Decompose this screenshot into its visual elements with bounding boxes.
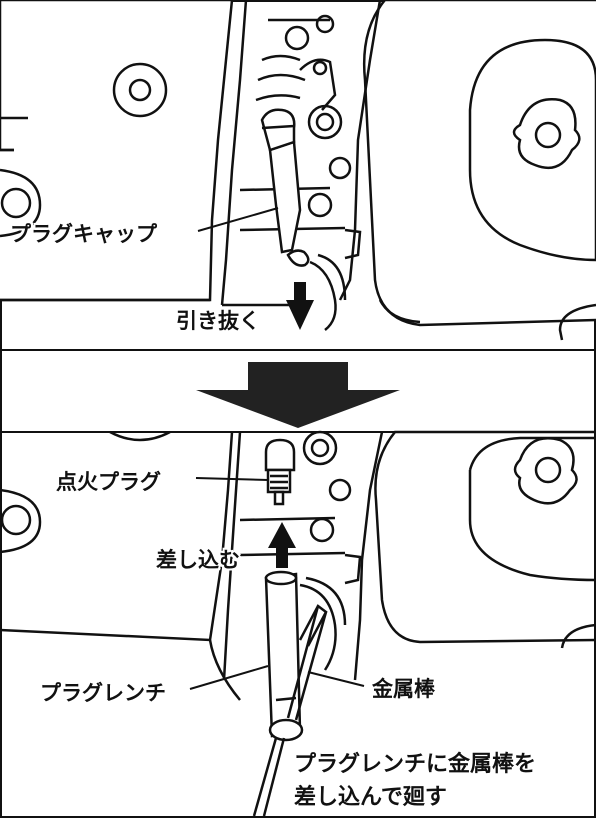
plug-wrench-leader [189,665,269,690]
spark-plug-label: 点火プラグ [56,470,161,494]
pull-out-label: 引き抜く [176,309,260,333]
instruction-line-2: 差し込んで廻す [294,785,447,810]
metal-rod-leader [307,671,365,687]
instruction-line-1: プラグレンチに金属棒を [294,752,537,777]
plug-wrench-label: プラグレンチ [40,681,166,705]
spark-plug-leader [195,477,269,481]
plug-cap-label: プラグキャップ [10,222,157,246]
metal-rod-label: 金属棒 [372,677,435,701]
top-panel [0,0,596,341]
pull-out-arrow [286,282,314,330]
insert-arrow [268,522,296,568]
plug-cap-leader [197,207,279,232]
insert-label: 差し込む [156,548,240,572]
transition-arrow [196,362,400,428]
bottom-panel [0,430,596,817]
instruction-caption: プラグレンチに金属棒を 差し込んで廻す [294,748,536,814]
